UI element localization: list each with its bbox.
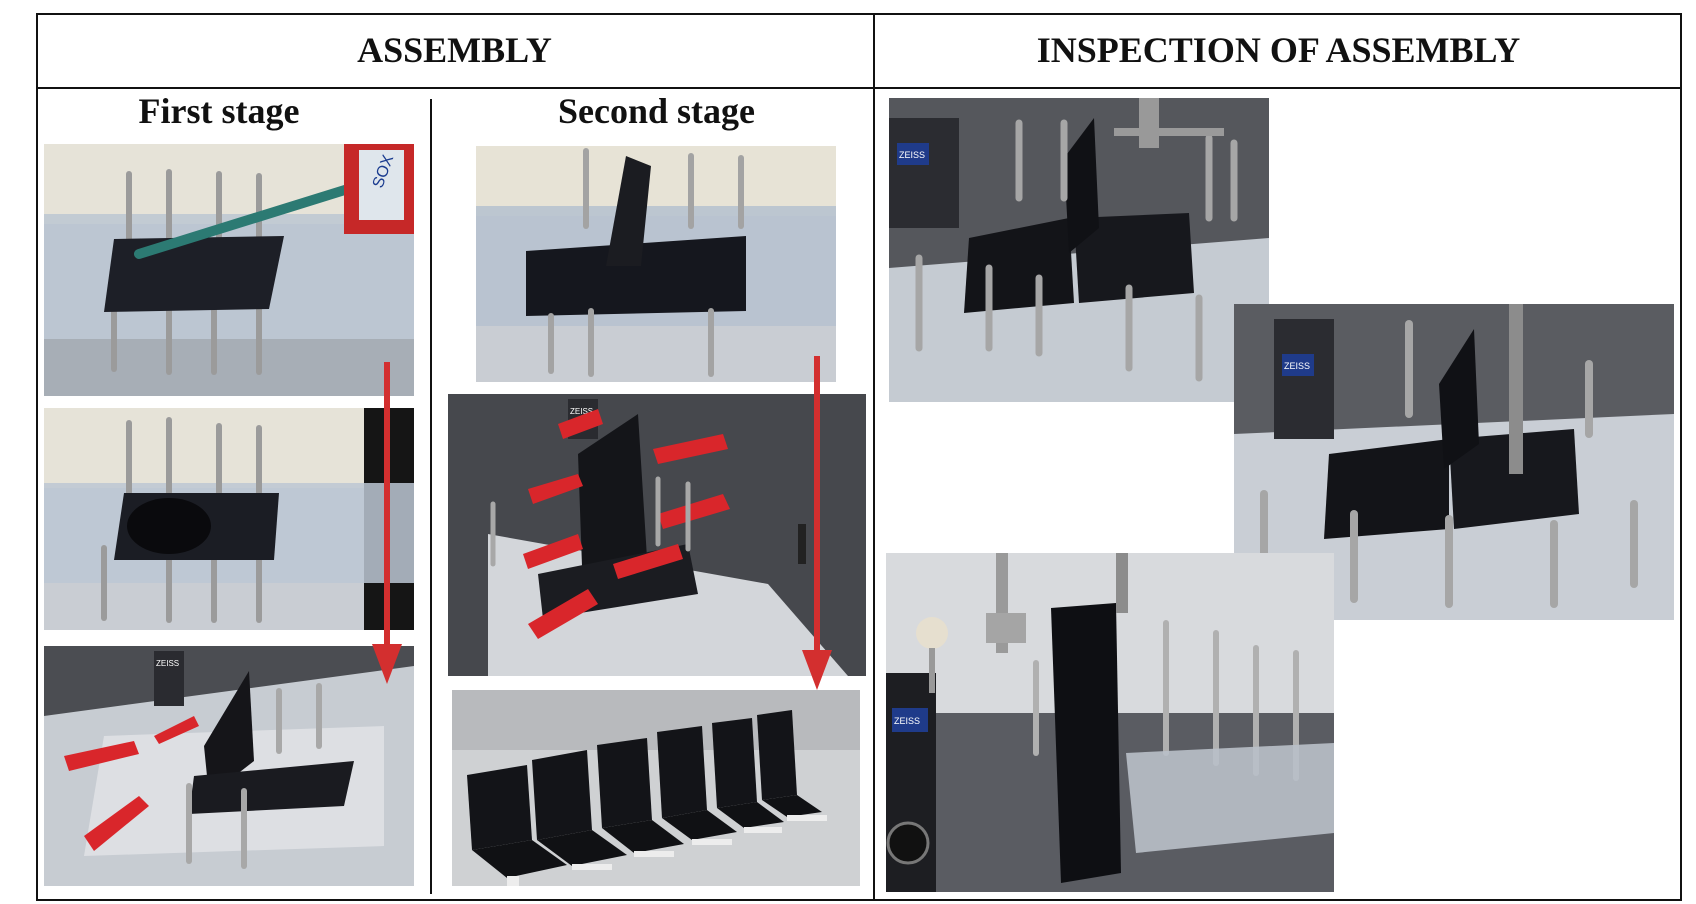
column-divider [873, 13, 875, 901]
header-divider [36, 87, 1682, 89]
stage-divider [430, 99, 432, 894]
second-stage-arrow [802, 356, 832, 690]
zeiss-logo-second: ZEISS [570, 407, 593, 416]
photo-adhesive-spread [44, 408, 414, 630]
photo-first-stage-clamped: ZEISS [44, 646, 414, 886]
photo-inspection-top: ZEISS [889, 98, 1269, 402]
photo-finished-specimens [452, 690, 860, 886]
assembly-header: ASSEMBLY [357, 30, 552, 70]
photo-second-stage-clamped: ZEISS [448, 394, 866, 676]
second-stage-title: Second stage [558, 91, 755, 131]
zeiss-logo-inspection-right: ZEISS [1284, 361, 1310, 371]
zeiss-logo-inspection-bottom: ZEISS [894, 716, 920, 726]
photo-adhesive-application: SOX [44, 144, 414, 396]
zeiss-logo-first: ZEISS [156, 659, 179, 668]
photo-inspection-bottom: ZEISS [886, 553, 1334, 892]
inspection-header: INSPECTION OF ASSEMBLY [1036, 30, 1521, 70]
photo-second-stage-adhesive [476, 146, 836, 382]
figure-frame [36, 13, 1682, 901]
first-stage-title: First stage [138, 91, 300, 131]
first-stage-arrow [372, 362, 402, 684]
zeiss-logo-inspection-top: ZEISS [899, 150, 925, 160]
